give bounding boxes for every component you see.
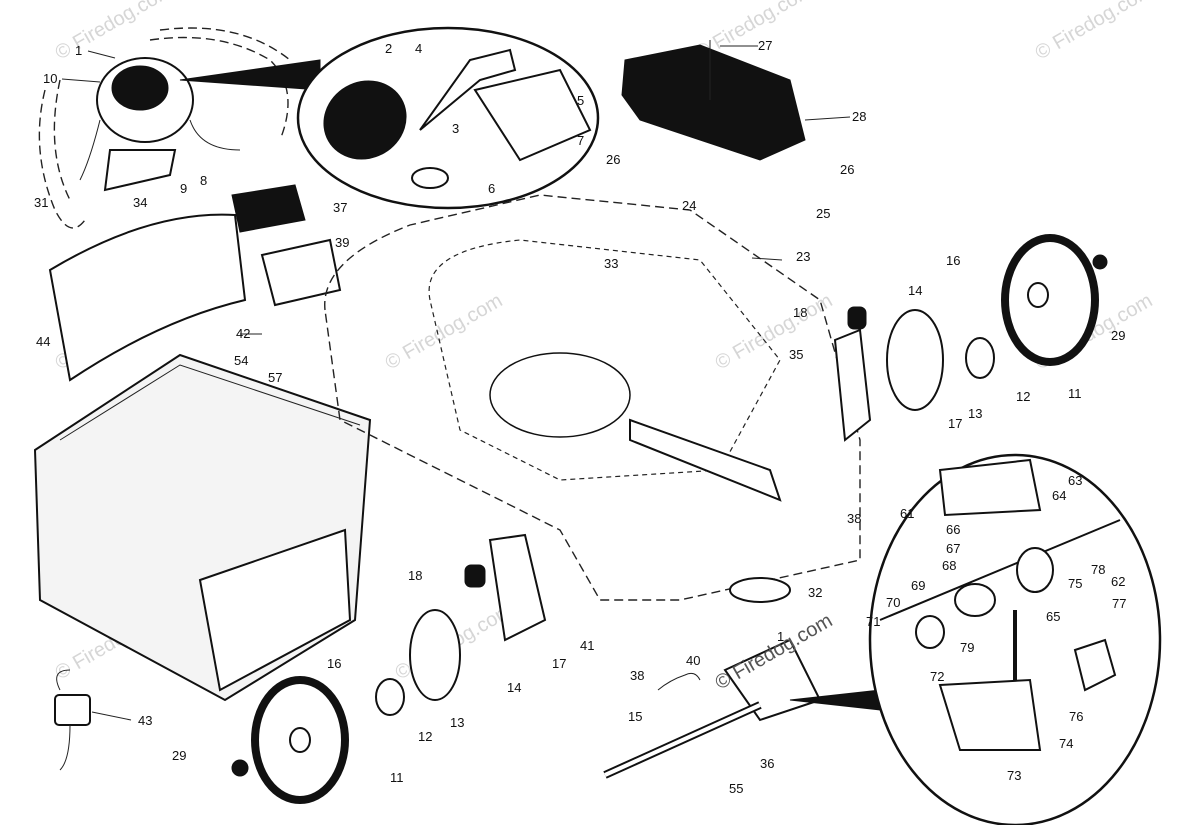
- callout-14-left: 14: [507, 680, 521, 695]
- bag-lid: [48, 213, 247, 382]
- callout-24: 24: [682, 198, 696, 213]
- callout-9: 9: [180, 181, 187, 196]
- callout-26-left: 26: [606, 152, 620, 167]
- callout-55: 55: [729, 781, 743, 796]
- callout-11-left: 11: [390, 770, 404, 785]
- callout-70: 70: [886, 595, 900, 610]
- callout-15: 15: [628, 709, 642, 724]
- callout-3: 3: [452, 121, 459, 136]
- watermark: © Firedog.com: [712, 290, 837, 375]
- callout-13-left: 13: [450, 715, 464, 730]
- watermark: © Firedog.com: [52, 0, 177, 64]
- callout-28: 28: [852, 109, 866, 124]
- callout-38-right: 38: [847, 511, 861, 526]
- callout-17-right: 17: [948, 416, 962, 431]
- callout-62: 62: [1111, 574, 1125, 589]
- callout-68: 68: [942, 558, 956, 573]
- callout-4: 4: [415, 41, 422, 56]
- callout-76: 76: [1069, 709, 1083, 724]
- callout-66: 66: [946, 522, 960, 537]
- callout-5: 5: [577, 93, 584, 108]
- callout-64: 64: [1052, 488, 1066, 503]
- callout-12-right: 12: [1016, 389, 1030, 404]
- callout-67: 67: [946, 541, 960, 556]
- callout-65: 65: [1046, 609, 1060, 624]
- callout-77: 77: [1112, 596, 1126, 611]
- detail-circle-controls: [179, 26, 600, 210]
- callout-73: 73: [1007, 768, 1021, 783]
- wheel-rear-right: [886, 234, 1108, 411]
- callout-37: 37: [333, 200, 347, 215]
- callout-7: 7: [577, 133, 584, 148]
- callout-78: 78: [1091, 562, 1105, 577]
- callout-74: 74: [1059, 736, 1073, 751]
- callout-2: 2: [385, 41, 392, 56]
- callout-32: 32: [808, 585, 822, 600]
- callout-6: 6: [488, 181, 495, 196]
- callout-69: 69: [911, 578, 925, 593]
- battery-assembly: [231, 184, 342, 307]
- callout-43: 43: [138, 713, 152, 728]
- callout-31: 31: [34, 195, 48, 210]
- callout-1-transmission: 1: [777, 629, 784, 644]
- callout-25: 25: [816, 206, 830, 221]
- callout-17-left: 17: [552, 656, 566, 671]
- watermark: © Firedog.com: [382, 290, 507, 375]
- callout-54: 54: [234, 353, 248, 368]
- callout-labels: 1 2 3 4 5 6 7 8 9 10 11 11 12 12 13 13 1…: [34, 38, 1126, 796]
- callout-79: 79: [960, 640, 974, 655]
- callout-71: 71: [866, 614, 880, 629]
- control-cover: [323, 80, 407, 160]
- callout-39: 39: [335, 235, 349, 250]
- callout-14-right: 14: [908, 283, 922, 298]
- height-adjuster-front: [464, 533, 547, 642]
- callout-18-left: 18: [408, 568, 422, 583]
- callout-35: 35: [789, 347, 803, 362]
- callout-40: 40: [686, 653, 700, 668]
- handle-assembly: [38, 27, 291, 229]
- mower-deck: [324, 194, 861, 601]
- callout-75: 75: [1068, 576, 1082, 591]
- leader-lines: [61, 45, 851, 721]
- callout-63: 63: [1068, 473, 1082, 488]
- callout-16-right: 16: [946, 253, 960, 268]
- callout-36: 36: [760, 756, 774, 771]
- callout-26-right: 26: [840, 162, 854, 177]
- callout-23: 23: [796, 249, 810, 264]
- rear-guard: [621, 40, 806, 161]
- callout-13-right: 13: [968, 406, 982, 421]
- height-adjuster-rear: [833, 306, 872, 442]
- callout-38-left: 38: [630, 668, 644, 683]
- callout-61: 61: [900, 506, 914, 521]
- callout-44: 44: [36, 334, 50, 349]
- callout-8: 8: [200, 173, 207, 188]
- callout-10: 10: [43, 71, 57, 86]
- detail-circle-transmission: [868, 453, 1162, 825]
- callout-12-left: 12: [418, 729, 432, 744]
- callout-29-left: 29: [172, 748, 186, 763]
- battery-charger: [54, 669, 91, 771]
- callout-1: 1: [75, 43, 82, 58]
- watermark: © Firedog.com: [1032, 0, 1157, 64]
- callout-16-left: 16: [327, 656, 341, 671]
- grass-bag: [33, 353, 372, 702]
- callout-33: 33: [604, 256, 618, 271]
- callout-72: 72: [930, 669, 944, 684]
- callout-27: 27: [758, 38, 772, 53]
- callout-11-right: 11: [1068, 386, 1082, 401]
- callout-18-right: 18: [793, 305, 807, 320]
- callout-57: 57: [268, 370, 282, 385]
- control-pod-top: [111, 65, 169, 111]
- callout-34: 34: [133, 195, 147, 210]
- callout-29-right: 29: [1111, 328, 1125, 343]
- callout-41: 41: [580, 638, 594, 653]
- blade-opening: [489, 352, 631, 438]
- wheel-front-left: [231, 609, 461, 804]
